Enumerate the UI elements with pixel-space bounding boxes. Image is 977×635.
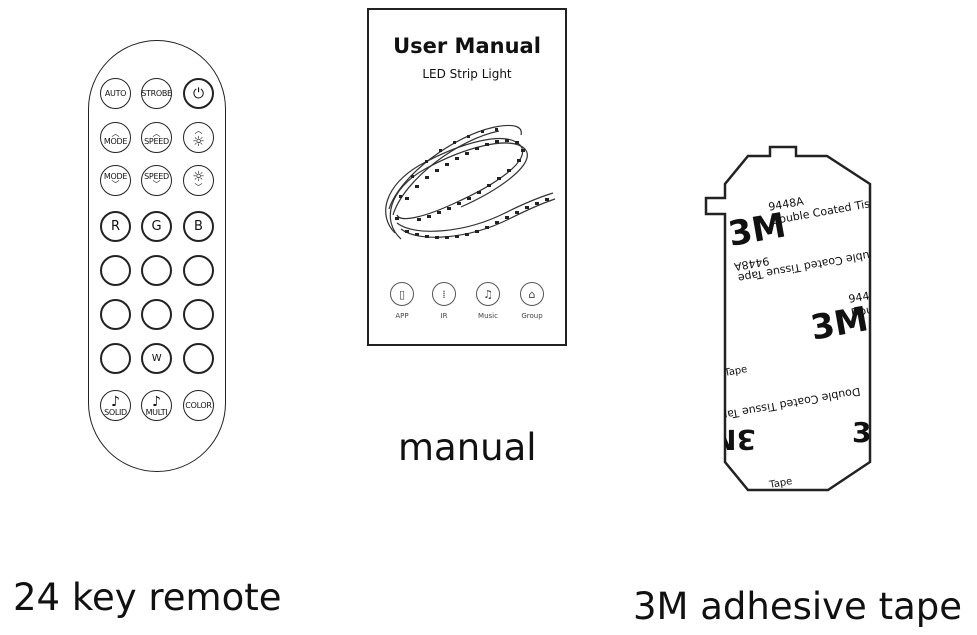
chevron-up-icon: ︿ [111,128,120,138]
color-button[interactable] [183,343,214,374]
svg-text:3M: 3M [808,299,872,348]
manual-title: User Manual [393,34,541,58]
svg-text:Tape: Tape [794,142,817,154]
manual-subtitle: LED Strip Light [422,67,512,81]
tape-caption: 3M adhesive tape [633,585,963,628]
color-button[interactable] [141,299,172,330]
chevron-up-icon: ︿ [194,125,203,135]
svg-text:9448A: 9448A [733,254,771,273]
chevron-up-icon: ︿ [152,128,161,138]
mode-down-button[interactable]: MODE﹀ [100,165,131,196]
color-button[interactable] [100,343,131,374]
music-note-icon: ♪ [152,393,161,410]
speed-down-button[interactable]: SPEED﹀ [141,165,172,196]
blue-button[interactable]: B [183,211,214,242]
brightness-down-button[interactable]: ☼﹀ [183,165,214,196]
color-button[interactable] [100,299,131,330]
remote-caption: 24 key remote [13,576,282,619]
svg-text:Tape: Tape [768,476,794,491]
svg-text:3M: 3M [852,416,875,449]
svg-text:3M: 3M [709,423,756,456]
speed-up-button[interactable]: ︿SPEED [141,122,172,153]
ir-remote: AUTO STROBE ⏻ ︿MODE ︿SPEED ︿☼ MODE﹀ SPEE… [88,40,226,472]
color-button[interactable] [141,255,172,286]
chevron-down-icon: ﹀ [152,179,161,189]
power-button[interactable]: ⏻ [183,78,214,109]
music-multi-button[interactable]: ♪MULTI [141,390,172,421]
red-button[interactable]: R [100,211,131,242]
led-strip-illustration [385,124,556,240]
color-button[interactable] [100,255,131,286]
sun-icon: ☼ [192,133,205,150]
adhesive-tape-sheet: Tape 3M 9448A Double Coated Tissue Doubl… [704,142,875,492]
music-solid-button[interactable]: ♪SOLID [100,390,131,421]
3m-logo: 3M [725,205,789,254]
auto-button[interactable]: AUTO [100,78,131,109]
green-button[interactable]: G [141,211,172,242]
white-button[interactable]: W [141,343,172,374]
user-manual-booklet: User Manual LED Strip Light ▯ APP ⁞ IR ♫… [367,8,567,346]
group-icon: ⌂ [520,282,544,306]
svg-text:9448A: 9448A [767,195,805,214]
remote-icon: ⁞ [432,282,456,306]
svg-text:9448A: 9448A [848,287,875,306]
chevron-down-icon: ﹀ [111,179,120,189]
phone-icon: ▯ [390,282,414,306]
chevron-down-icon: ﹀ [194,182,203,192]
svg-text:Tape: Tape [723,364,749,379]
color-mode-button[interactable]: COLOR [183,390,214,421]
sun-icon: ☼ [192,168,205,185]
brightness-up-button[interactable]: ︿☼ [183,122,214,153]
mode-up-button[interactable]: ︿MODE [100,122,131,153]
manual-caption: manual [398,426,537,469]
music-note-icon: ♪ [111,393,120,410]
music-icon: ♫ [476,282,500,306]
power-icon: ⏻ [192,85,205,102]
strobe-button[interactable]: STROBE [141,78,172,109]
color-button[interactable] [183,255,214,286]
color-button[interactable] [183,299,214,330]
